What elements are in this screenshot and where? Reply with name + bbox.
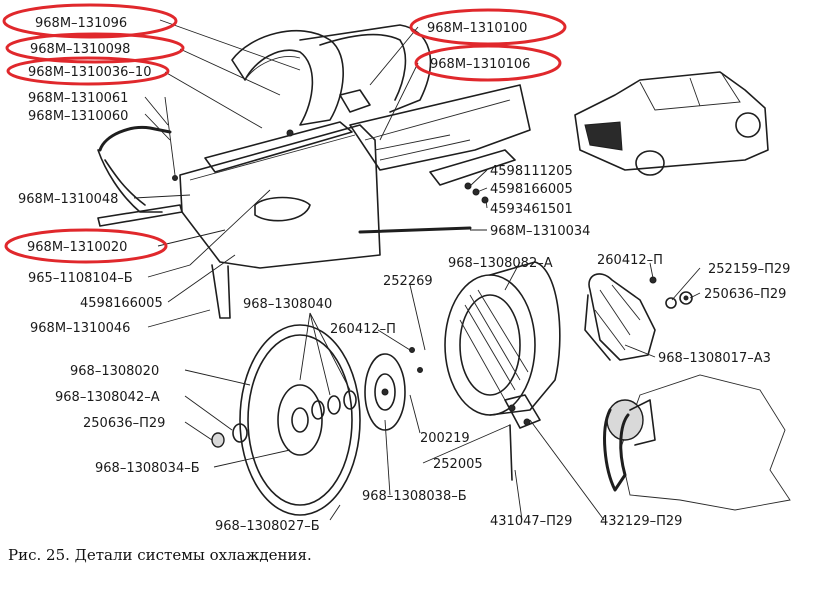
engine-drawing — [603, 374, 791, 511]
label-252269: 252269 — [383, 274, 433, 289]
fan-housing-drawing — [444, 261, 561, 481]
highlight-ring-968m-1310096 — [2, 3, 178, 39]
label-252005: 252005 — [433, 457, 483, 472]
label-252159-p29: 252159–П29 — [708, 262, 790, 277]
label-200219: 200219 — [420, 431, 470, 446]
highlight-rings — [2, 3, 567, 264]
part-labels: 968M–131096 968M–1310098 968M–1310036–10… — [18, 16, 790, 534]
highlight-ring-968m-1310106 — [414, 44, 562, 82]
label-968m-1310061: 968M–1310061 — [28, 91, 128, 106]
label-968-1308034-b: 968–1308034–Б — [95, 461, 200, 476]
label-968m-1310034: 968M–1310034 — [490, 224, 590, 239]
fan-shroud-drawing — [97, 24, 432, 213]
highlight-ring-968m-1310100 — [409, 8, 567, 46]
pulley-drawing — [211, 324, 423, 516]
figure-caption: Рис. 25. Детали системы охлаждения. — [8, 546, 312, 564]
label-4598111205: 4598111205 — [490, 164, 573, 179]
label-968-1308017-a3: 968–1308017–А3 — [658, 351, 771, 366]
highlight-ring-968m-1310098 — [5, 32, 185, 64]
label-965-1108104-b: 965–1108104–Б — [28, 271, 133, 286]
label-968-1308040: 968–1308040 — [243, 297, 332, 312]
label-968-1308020: 968–1308020 — [70, 364, 159, 379]
label-968-1308027-b: 968–1308027–Б — [215, 519, 320, 534]
label-260412-p-top: 260412–П — [597, 253, 663, 268]
label-4593461501: 4593461501 — [490, 202, 573, 217]
label-4598166005-left: 4598166005 — [80, 296, 163, 311]
label-432129-p29: 432129–П29 — [600, 514, 682, 529]
label-968m-1310106: 968M–1310106 — [430, 57, 530, 72]
highlight-ring-968m-1310020 — [4, 228, 168, 264]
label-250636-p29-right: 250636–П29 — [704, 287, 786, 302]
label-968m-1310046: 968M–1310046 — [30, 321, 130, 336]
label-431047-p29: 431047–П29 — [490, 514, 572, 529]
label-968m-1310096: 968M–131096 — [35, 16, 127, 31]
label-968m-1310060: 968M–1310060 — [28, 109, 128, 124]
label-968-1308042-a: 968–1308042–А — [55, 390, 160, 405]
label-4598166005-right: 4598166005 — [490, 182, 573, 197]
label-250636-p29-left: 250636–П29 — [83, 416, 165, 431]
car-drawing — [574, 71, 769, 176]
label-968-1308082-a: 968–1308082–А — [448, 256, 553, 271]
label-968m-1310036-10: 968M–1310036–10 — [28, 65, 151, 80]
leader-lines — [133, 19, 701, 521]
fan-impeller-drawing — [584, 273, 693, 361]
label-968m-1310098: 968M–1310098 — [30, 42, 130, 57]
air-duct-drawing — [97, 84, 531, 319]
label-260412-p-mid: 260412–П — [330, 322, 396, 337]
label-968m-1310020: 968M–1310020 — [27, 240, 127, 255]
label-968-1308038-b: 968–1308038–Б — [362, 489, 467, 504]
label-968m-1310100: 968M–1310100 — [427, 21, 527, 36]
highlight-ring-968m-1310036-10 — [6, 56, 170, 86]
label-968m-1310048: 968M–1310048 — [18, 192, 118, 207]
